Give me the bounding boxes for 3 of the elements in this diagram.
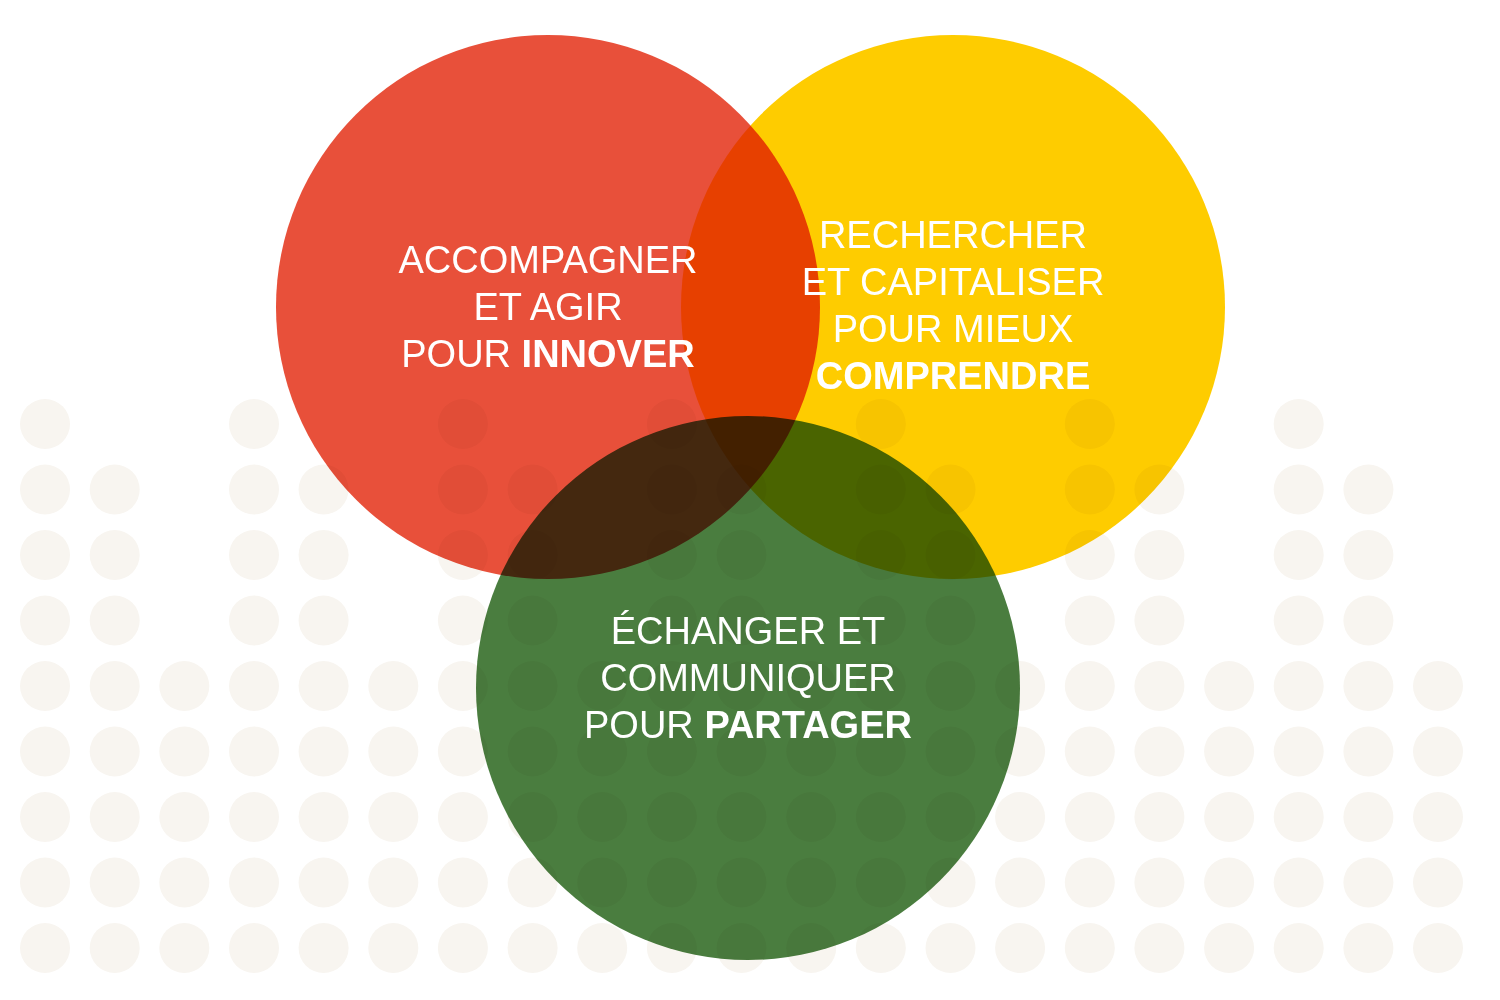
circle-label: ACCOMPAGNER ET AGIR POUR INNOVER — [397, 238, 699, 377]
circle-label: RECHERCHER ET CAPITALISER POUR MIEUX COMPRENDRE — [800, 213, 1106, 399]
circle-label: ÉCHANGER ET COMMUNIQUER POUR PARTAGER — [583, 609, 913, 748]
